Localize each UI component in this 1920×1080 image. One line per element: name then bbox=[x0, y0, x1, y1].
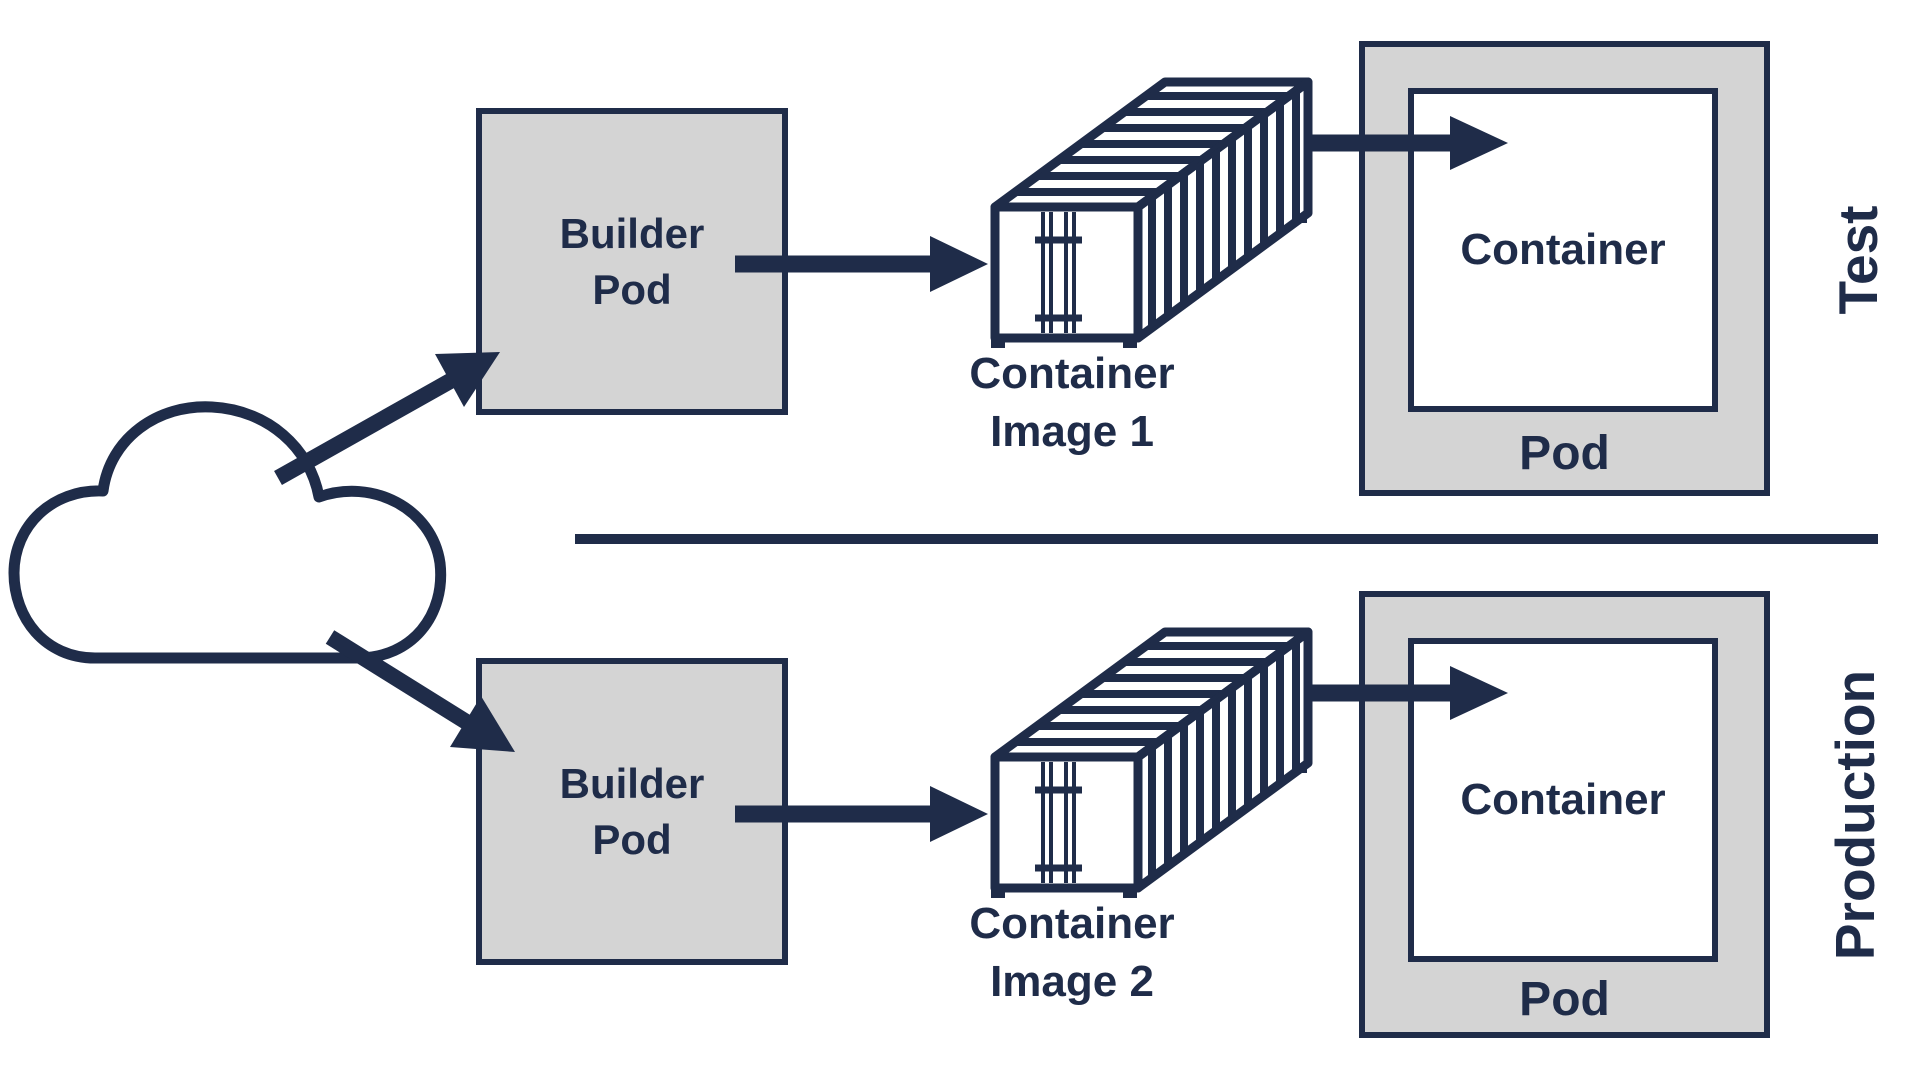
cloud-icon bbox=[8, 401, 447, 664]
environment-divider-line bbox=[575, 534, 1878, 544]
container-image-label-line1: Container bbox=[969, 899, 1175, 948]
shipping-container-icon-test bbox=[985, 70, 1318, 348]
container-label-test: Container bbox=[1460, 225, 1666, 274]
container-image-label-line2: Image 1 bbox=[990, 407, 1154, 456]
env-label-production: Production bbox=[1824, 669, 1886, 961]
shipping-container-icon-production bbox=[985, 620, 1318, 898]
container-image-label-production: Container Image 2 bbox=[912, 895, 1232, 1011]
builder-pod-box-production: Builder Pod bbox=[476, 658, 788, 965]
pod-label-production: Pod bbox=[1519, 973, 1610, 1026]
builder-pod-label-line2: Pod bbox=[592, 815, 672, 863]
container-image-label-line1: Container bbox=[969, 349, 1175, 398]
container-box-test: Container bbox=[1408, 88, 1718, 412]
builder-pod-box-test: Builder Pod bbox=[476, 108, 788, 415]
pod-label-test: Pod bbox=[1519, 427, 1610, 480]
container-box-production: Container bbox=[1408, 638, 1718, 962]
builder-pod-label-line1: Builder bbox=[559, 759, 705, 807]
builder-pod-label-line2: Pod bbox=[592, 265, 672, 313]
arrow-cloud-to-test-builder bbox=[274, 352, 500, 485]
container-image-label-line2: Image 2 bbox=[990, 957, 1154, 1006]
env-label-test: Test bbox=[1827, 205, 1889, 315]
container-label-production: Container bbox=[1460, 775, 1666, 824]
container-image-label-test: Container Image 1 bbox=[912, 345, 1232, 461]
builder-pod-label-line1: Builder bbox=[559, 209, 705, 257]
